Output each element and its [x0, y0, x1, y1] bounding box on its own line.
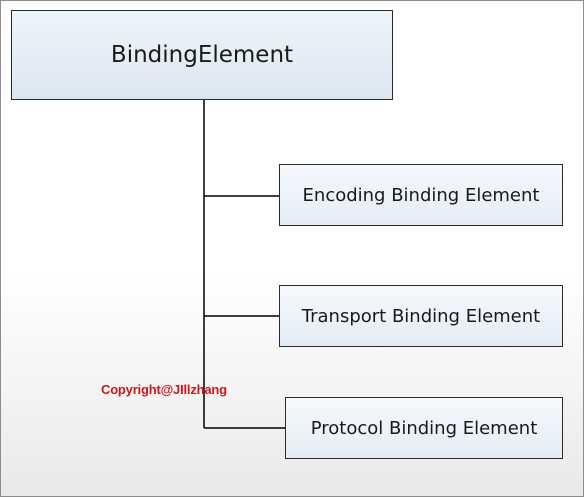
child-node-label: Encoding Binding Element	[302, 184, 540, 206]
child-node-transport-binding-element: Transport Binding Element	[279, 285, 563, 347]
root-node-binding-element: BindingElement	[11, 10, 393, 100]
child-node-protocol-binding-element: Protocol Binding Element	[285, 397, 563, 459]
child-node-label: Transport Binding Element	[301, 305, 541, 327]
child-node-label: Protocol Binding Element	[310, 417, 538, 439]
child-node-encoding-binding-element: Encoding Binding Element	[279, 164, 563, 226]
copyright-watermark: Copyright@JIllzhang	[101, 382, 227, 397]
root-node-label: BindingElement	[110, 42, 294, 68]
